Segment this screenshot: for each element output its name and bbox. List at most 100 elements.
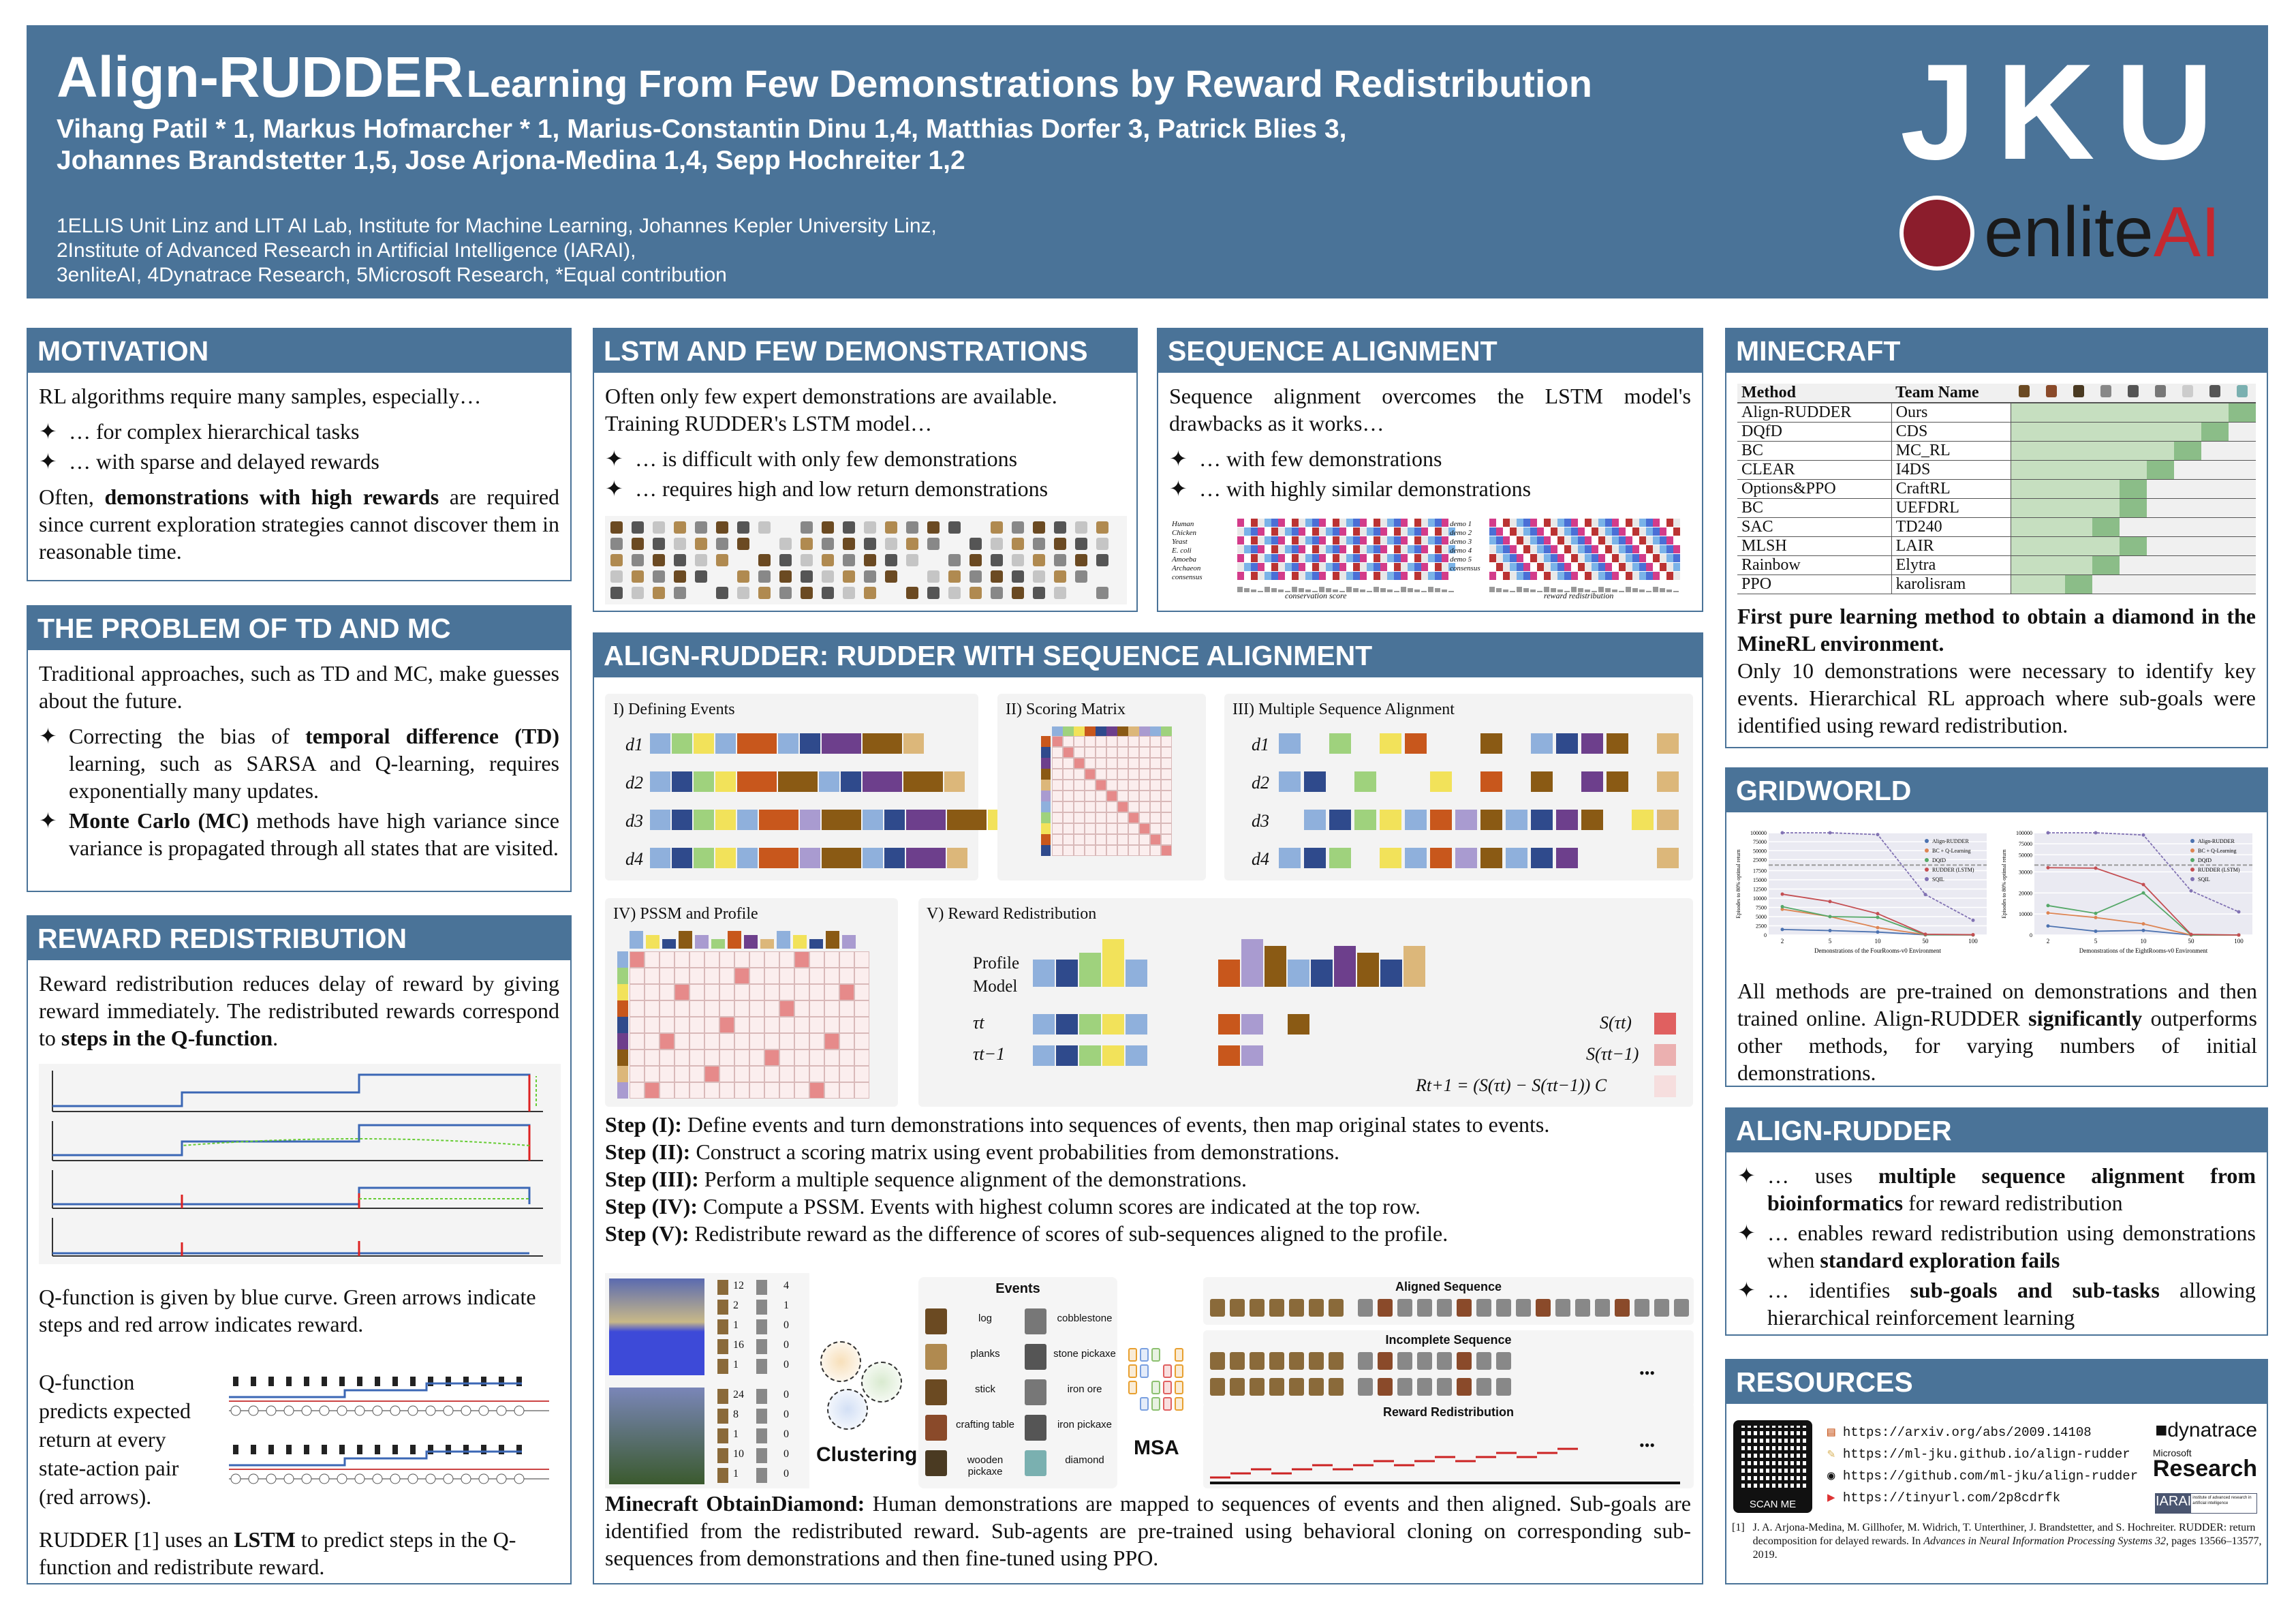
event-item-icon <box>1575 1299 1590 1317</box>
event-block <box>1556 810 1578 830</box>
text: Sequence alignment overcomes the LSTM mo… <box>1169 384 1691 435</box>
diagram-mark <box>425 1473 436 1484</box>
caption: Q-function is given by blue curve. Green… <box>39 1285 536 1336</box>
alignment-cell <box>1496 536 1503 545</box>
link-video[interactable]: ▶ https://tinyurl.com/2p8cdrfk <box>1827 1490 2061 1505</box>
panel-title: Incomplete Sequence <box>1385 1333 1512 1347</box>
matrix-cell <box>1106 834 1117 845</box>
blog-icon: ✎ <box>1827 1447 1843 1462</box>
alignment-cell <box>1564 545 1571 553</box>
matrix-cell <box>1096 758 1106 769</box>
step-key: Step (IV): <box>605 1194 698 1219</box>
link-github[interactable]: ◉ https://github.com/ml-jku/align-rudder <box>1827 1469 2139 1484</box>
alignment-cell <box>1660 554 1666 562</box>
event-block <box>822 848 861 868</box>
link-blog[interactable]: ✎ https://ml-jku.github.io/align-rudder <box>1827 1447 2130 1462</box>
pssm-cell <box>779 984 794 1000</box>
event-block <box>778 733 798 754</box>
alignment-cell <box>1414 527 1421 536</box>
alignment-cell <box>1319 563 1326 571</box>
score-bar <box>1646 591 1651 592</box>
score-bar <box>1435 588 1440 592</box>
alignment-cell <box>1530 572 1537 580</box>
diagram-mark <box>230 1405 241 1416</box>
x-tick-label: 5 <box>1829 938 1832 945</box>
matrix-cell <box>1096 747 1106 758</box>
event-item-icon <box>885 521 897 534</box>
y-tick-label: 50000 <box>1753 848 1767 854</box>
event-block <box>1480 810 1502 830</box>
alignment-cell <box>1292 545 1299 553</box>
alignment-cell <box>1510 563 1517 571</box>
alignment-cell <box>1258 563 1265 571</box>
event-block <box>1380 733 1401 754</box>
progress-cell <box>2174 403 2201 423</box>
item-count: 2 <box>733 1300 739 1311</box>
msa-cell <box>1140 1397 1149 1411</box>
event-block <box>903 771 943 792</box>
diagram-mark <box>337 1473 347 1484</box>
event-block <box>1657 733 1679 754</box>
alignment-cell <box>1639 572 1646 580</box>
y-tick-label: 20000 <box>2019 890 2032 896</box>
progress-cell <box>2120 422 2147 442</box>
event-item-icon <box>758 554 771 566</box>
enliteai-mark-icon <box>1899 195 1975 271</box>
event-block <box>759 810 798 830</box>
alignment-cell <box>1319 527 1326 536</box>
alignment-cell <box>1244 536 1251 545</box>
alignment-cell <box>1598 554 1605 562</box>
alignment-cell <box>1421 554 1428 562</box>
matrix-cell <box>1161 812 1172 823</box>
alignment-cell <box>1557 554 1564 562</box>
event-item-icon <box>1496 1299 1511 1317</box>
alignment-cell <box>1660 572 1666 580</box>
progress-cell <box>2011 536 2038 556</box>
alignment-cell <box>1339 572 1346 580</box>
alignment-cell <box>1237 545 1244 553</box>
data-point <box>2141 928 2145 932</box>
alignment-cell <box>1244 545 1251 553</box>
demonstration-sequences-image <box>605 516 1127 604</box>
alignment-cell <box>1585 536 1592 545</box>
cobblestone-icon <box>1025 1308 1046 1334</box>
alignment-cell <box>1244 563 1251 571</box>
diagram-mark <box>516 1377 522 1386</box>
matrix-header-cell <box>1041 780 1051 791</box>
pssm-cell <box>660 951 674 968</box>
top-event-block <box>662 939 676 949</box>
event-label: iron ore <box>1067 1383 1102 1395</box>
link-arxiv[interactable]: ▤ https://arxiv.org/abs/2009.14108 <box>1827 1425 2092 1440</box>
event-item-icon <box>610 570 623 583</box>
event-block <box>1430 848 1452 868</box>
item-icon <box>717 1409 728 1424</box>
data-point <box>1923 893 1927 897</box>
alignment-cell <box>1326 536 1333 545</box>
progress-cell <box>2147 498 2174 518</box>
alignment-cell <box>1517 563 1523 571</box>
event-label: stick <box>975 1383 995 1395</box>
event-block <box>822 733 861 754</box>
alignment-cell <box>1503 519 1510 527</box>
score-bar <box>1401 587 1406 592</box>
alignment-cell <box>1312 572 1319 580</box>
alignment-cell <box>1626 545 1632 553</box>
alignment-cell <box>1653 536 1660 545</box>
event-item-icon <box>695 554 707 566</box>
alignment-cell <box>1673 519 1680 527</box>
event-item-icon <box>674 570 686 583</box>
qr-code[interactable]: SCAN ME <box>1733 1420 1812 1513</box>
event-block <box>1126 1014 1147 1035</box>
alignment-cell <box>1285 527 1292 536</box>
pssm-cell <box>779 1082 794 1099</box>
event-block <box>1506 810 1527 830</box>
alignment-cell <box>1496 563 1503 571</box>
event-item-icon <box>991 554 1003 566</box>
event-item-icon <box>1033 554 1045 566</box>
alignment-cell <box>1557 563 1564 571</box>
diagram-mark <box>268 1445 274 1454</box>
pssm-cell <box>630 951 645 968</box>
step-key: Step (V): <box>605 1221 689 1246</box>
alignment-cell <box>1414 554 1421 562</box>
